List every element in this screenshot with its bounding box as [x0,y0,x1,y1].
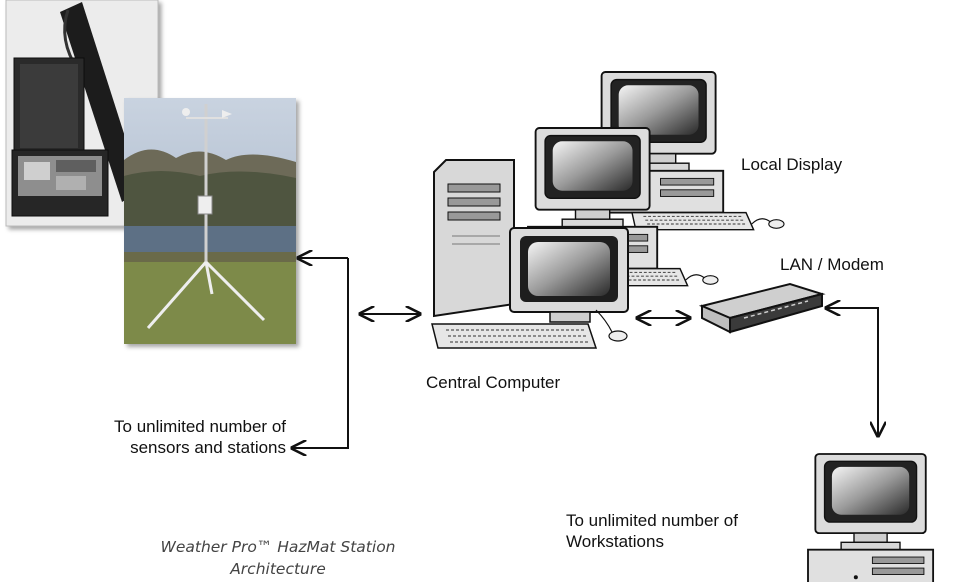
diagram-caption: Weather Pro™ HazMat Station Architecture [108,536,448,580]
sensors-label-line2: sensors and stations [130,438,286,457]
central-computer-icon [431,159,629,349]
workstation-computer-icon [807,453,977,587]
sensors-label: To unlimited number of sensors and stati… [78,416,286,458]
caption-line1: Weather Pro™ HazMat Station [160,538,396,556]
workstations-label-line2: Workstations [566,532,664,551]
workstations-label-line1: To unlimited number of [566,511,738,530]
workstations-label: To unlimited number of Workstations [566,510,738,552]
caption-line2: Architecture [230,560,326,578]
sensors-label-line1: To unlimited number of [114,417,286,436]
sensors-bracket-line [292,258,349,448]
lan-modem-icon [698,282,826,334]
lan-modem-label: LAN / Modem [780,255,884,274]
weather-station-photo [124,98,296,344]
central-computer-label: Central Computer [426,373,561,392]
local-display-label: Local Display [741,155,843,174]
modem-workstation-arrow [826,308,878,436]
